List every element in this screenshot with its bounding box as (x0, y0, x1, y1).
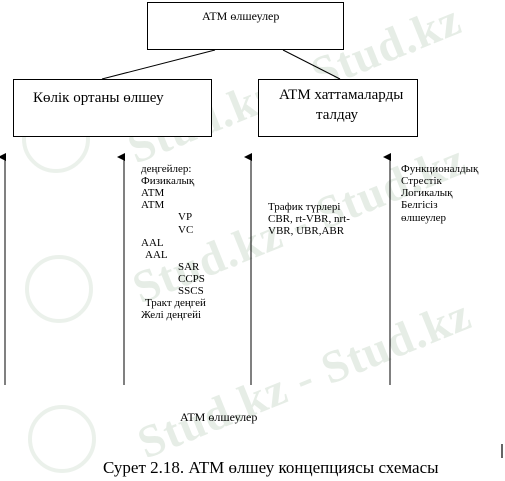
col1-line8: AAL (145, 249, 168, 261)
connector-top-to-right (282, 49, 341, 80)
col1-line9: SAR (178, 261, 200, 273)
col1-line12: Тракт деңгей (145, 297, 206, 309)
watermark-logo-2 (25, 255, 93, 323)
col3-line2: Стрестік (401, 175, 442, 187)
connector-top-to-left (101, 49, 216, 80)
col1-line6: VC (178, 224, 194, 236)
right-box-label-1: ATM хаттамаларды (279, 87, 404, 103)
col1-line1: деңгейлер: (141, 163, 192, 175)
top-box-label: ATM өлшеулер (202, 9, 280, 23)
col2-line2: CBR, rt-VBR, nrt- (268, 213, 350, 225)
figure-caption: Сурет 2.18. ATM өлшеу концепциясы схемас… (103, 458, 439, 477)
left-box: Көлік ортаны өлшеу (13, 79, 212, 137)
col3-line5: өлшеулер (401, 212, 446, 224)
col1-line4: ATM (141, 199, 165, 211)
right-box: ATM хаттамаларды талдау (258, 79, 418, 137)
right-box-label-2: талдау (316, 107, 359, 123)
col1-line10: CCPS (178, 273, 205, 285)
col3-line1: Функционалдық (401, 163, 479, 175)
col1-line11: SSCS (178, 285, 204, 297)
col3-line3: Логикалық (401, 187, 453, 199)
col1-line2: Физикалық (141, 175, 195, 187)
bottom-label: ATM өлшеулер (180, 410, 258, 424)
col1-line7: AAL (141, 237, 164, 249)
col2-line3: VBR, UBR,ABR (268, 225, 345, 237)
col1-line3: ATM (141, 187, 165, 199)
top-box: ATM өлшеулер (147, 2, 344, 50)
col2-line1: Трафик түрлері (268, 201, 341, 213)
col3-line4: Белгісіз (401, 199, 438, 211)
left-box-label: Көлік ортаны өлшеу (33, 90, 164, 106)
watermark-logo-3 (28, 405, 96, 473)
col1-line5: VP (178, 211, 193, 223)
col1-line13: Желі деңгейі (141, 309, 202, 321)
